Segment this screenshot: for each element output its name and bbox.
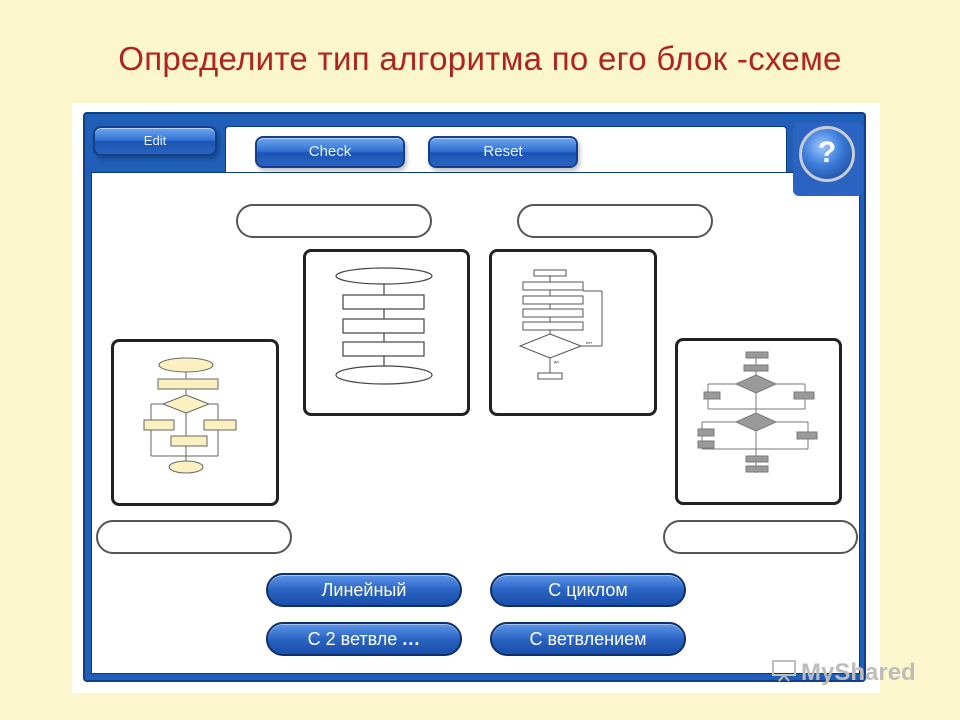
svg-text:да: да (554, 359, 559, 364)
flowchart-card-linear (303, 249, 470, 416)
loop-flowchart-icon: нет да (518, 269, 603, 380)
reset-button[interactable]: Reset (428, 136, 578, 168)
flowchart-card-two-branches (675, 338, 842, 505)
edit-button[interactable]: Edit (93, 126, 217, 156)
svg-text:нет: нет (586, 340, 592, 345)
slide-title: Определите тип алгоритма по его блок -сх… (118, 40, 842, 77)
drop-slot-bottom-left[interactable] (96, 520, 292, 554)
two-branch-flowchart-icon (697, 351, 818, 473)
drop-slot-bottom-right[interactable] (663, 520, 858, 554)
check-button[interactable]: Check (255, 136, 405, 168)
watermark: MyShared (770, 658, 916, 689)
truncation-ellipsis: ... (402, 629, 421, 649)
answer-linear-button[interactable]: Линейный (266, 573, 462, 607)
answer-loop-button[interactable]: С циклом (490, 573, 686, 607)
answer-branching-button[interactable]: С ветвлением (490, 622, 686, 656)
watermark-text: MyShared (801, 658, 916, 686)
presentation-icon (770, 658, 798, 689)
help-panel: ? (793, 122, 863, 196)
flowchart-card-loop: нет да (489, 249, 657, 416)
answer-two-branch-label: С 2 ветвле (307, 629, 398, 649)
flowchart-card-branching (111, 339, 279, 506)
help-button[interactable]: ? (799, 126, 855, 182)
branching-flowchart-icon (143, 357, 237, 474)
answer-two-branch-button[interactable]: С 2 ветвле ... (266, 622, 462, 656)
linear-flowchart-icon (335, 267, 433, 385)
drop-slot-top-left[interactable] (236, 204, 432, 238)
drop-slot-top-right[interactable] (517, 204, 713, 238)
